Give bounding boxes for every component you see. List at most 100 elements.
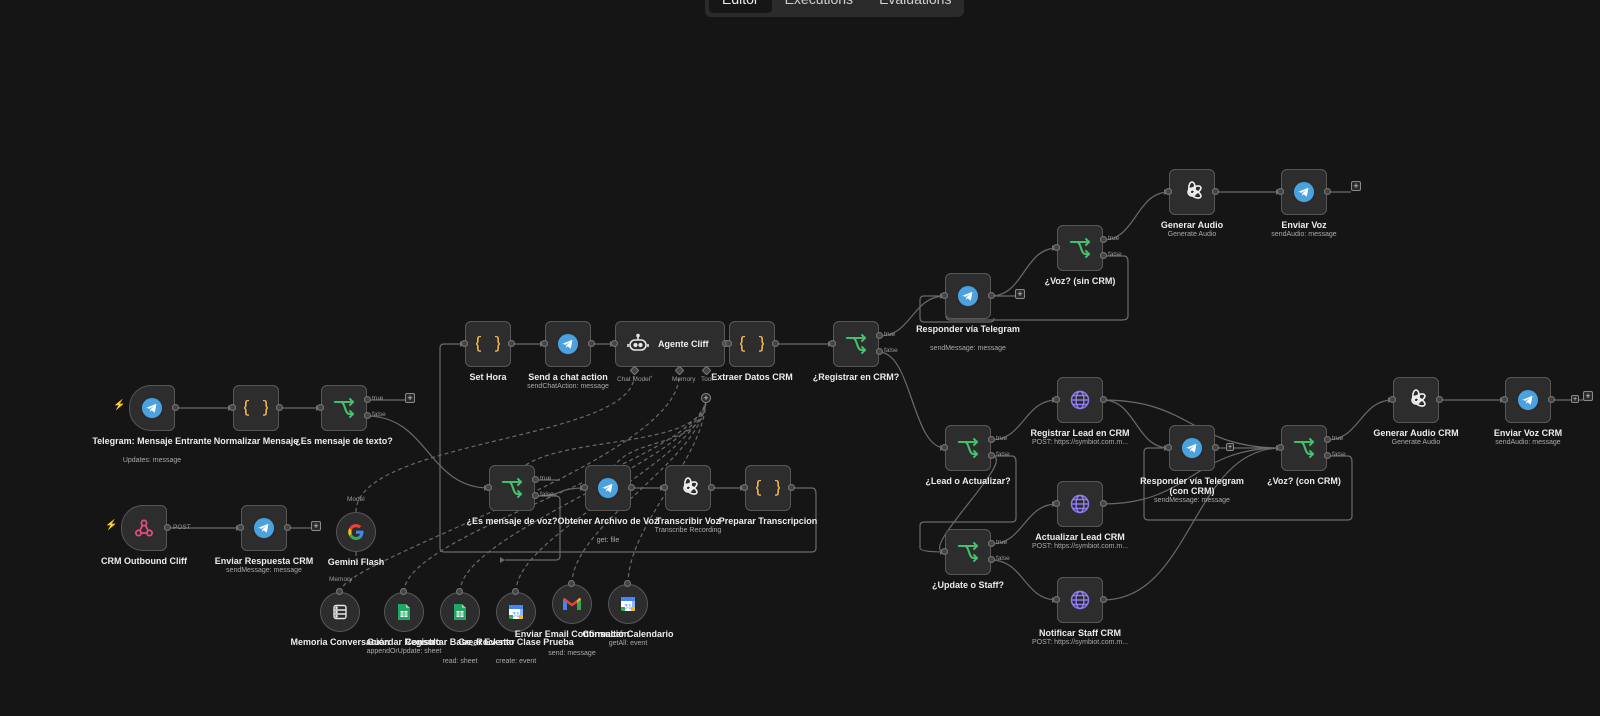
node-memoria[interactable] [320, 592, 360, 632]
output-port[interactable] [1100, 252, 1107, 259]
node-crear_evento[interactable]: 31 [496, 592, 536, 632]
input-port[interactable] [661, 484, 668, 491]
node-norm[interactable]: { } [233, 385, 279, 431]
output-port[interactable] [400, 588, 407, 595]
node-resp_tg[interactable] [945, 273, 991, 319]
node-gen_audio_crm[interactable] [1393, 377, 1439, 423]
output-port[interactable] [1324, 452, 1331, 459]
node-transcribir[interactable] [665, 465, 711, 511]
add-node-button[interactable]: + [405, 393, 415, 403]
node-notif[interactable] [1057, 577, 1103, 623]
node-env_voz[interactable] [1281, 169, 1327, 215]
output-port[interactable] [988, 452, 995, 459]
output-port[interactable] [568, 580, 575, 587]
tab-executions[interactable]: Executions [772, 0, 866, 13]
node-enviar_email[interactable] [552, 584, 592, 624]
input-port[interactable] [1053, 596, 1060, 603]
node-env_voz_crm[interactable] [1505, 377, 1551, 423]
input-port[interactable] [1501, 396, 1508, 403]
input-port[interactable] [941, 292, 948, 299]
output-port[interactable] [336, 588, 343, 595]
node-gen_audio[interactable] [1169, 169, 1215, 215]
output-port[interactable] [512, 588, 519, 595]
output-port[interactable] [708, 484, 715, 491]
input-port[interactable] [541, 340, 548, 347]
output-port[interactable] [508, 340, 515, 347]
output-port[interactable] [624, 580, 631, 587]
output-port[interactable] [876, 332, 883, 339]
output-port[interactable] [172, 404, 179, 411]
output-port[interactable] [988, 556, 995, 563]
node-reg_lead[interactable] [1057, 377, 1103, 423]
node-act_lead[interactable] [1057, 481, 1103, 527]
output-port[interactable] [772, 340, 779, 347]
input-port[interactable] [485, 484, 492, 491]
input-port[interactable] [1389, 396, 1396, 403]
add-node-button[interactable]: + [1015, 289, 1025, 299]
node-guardar[interactable] [384, 592, 424, 632]
node-if_text[interactable] [321, 385, 367, 431]
input-port[interactable] [461, 340, 468, 347]
add-node-button[interactable]: + [1583, 391, 1593, 401]
node-if_voz2[interactable] [1281, 425, 1327, 471]
output-port[interactable] [588, 340, 595, 347]
node-obt_arch[interactable] [585, 465, 631, 511]
add-tool-button[interactable]: + [701, 393, 711, 403]
output-port[interactable] [988, 292, 995, 299]
output-port[interactable] [1100, 396, 1107, 403]
node-agente[interactable]: Agente Cliff [615, 321, 725, 367]
output-port[interactable] [788, 484, 795, 491]
output-port[interactable] [1436, 396, 1443, 403]
output-port[interactable] [1100, 236, 1107, 243]
input-port[interactable] [1165, 188, 1172, 195]
node-env_resp[interactable] [241, 505, 287, 551]
output-port[interactable] [628, 484, 635, 491]
output-port[interactable] [1100, 500, 1107, 507]
output-port[interactable] [456, 588, 463, 595]
input-port[interactable] [1277, 444, 1284, 451]
node-gemini[interactable] [336, 512, 376, 552]
input-port[interactable] [229, 404, 236, 411]
input-port[interactable] [581, 484, 588, 491]
node-set_hora[interactable]: { } [465, 321, 511, 367]
tab-editor[interactable]: Editor [709, 0, 772, 13]
add-node-button[interactable]: + [1351, 181, 1361, 191]
input-port[interactable] [611, 340, 618, 347]
output-port[interactable] [1548, 396, 1555, 403]
tab-evaluations[interactable]: Evaluations [866, 0, 964, 13]
output-port[interactable] [164, 524, 171, 531]
node-extraer[interactable]: { } [729, 321, 775, 367]
output-port[interactable] [276, 404, 283, 411]
input-port[interactable] [741, 484, 748, 491]
output-port[interactable] [1212, 444, 1219, 451]
add-node-button[interactable]: + [1226, 443, 1234, 451]
output-port[interactable] [284, 524, 291, 531]
output-port[interactable] [988, 540, 995, 547]
add-node-button[interactable]: + [311, 521, 321, 531]
input-port[interactable] [237, 524, 244, 531]
input-port[interactable] [829, 340, 836, 347]
output-port[interactable] [532, 476, 539, 483]
input-port[interactable] [941, 548, 948, 555]
output-port[interactable] [1324, 188, 1331, 195]
node-if_reg[interactable] [833, 321, 879, 367]
output-port[interactable] [532, 492, 539, 499]
node-consultar_base[interactable] [440, 592, 480, 632]
output-port[interactable] [1100, 596, 1107, 603]
output-port[interactable] [876, 348, 883, 355]
node-if_staff[interactable] [945, 529, 991, 575]
node-consultar_cal[interactable]: 31 [608, 584, 648, 624]
input-port[interactable] [941, 444, 948, 451]
input-port[interactable] [1053, 500, 1060, 507]
add-node-button[interactable]: + [1571, 395, 1579, 403]
output-port[interactable] [364, 412, 371, 419]
node-preparar[interactable]: { } [745, 465, 791, 511]
node-if_voz1[interactable] [1057, 225, 1103, 271]
input-port[interactable] [1053, 244, 1060, 251]
input-port[interactable] [317, 404, 324, 411]
node-crm_out[interactable] [121, 505, 167, 551]
input-port[interactable] [1165, 444, 1172, 451]
node-tg_in[interactable] [129, 385, 175, 431]
output-port[interactable] [1324, 436, 1331, 443]
